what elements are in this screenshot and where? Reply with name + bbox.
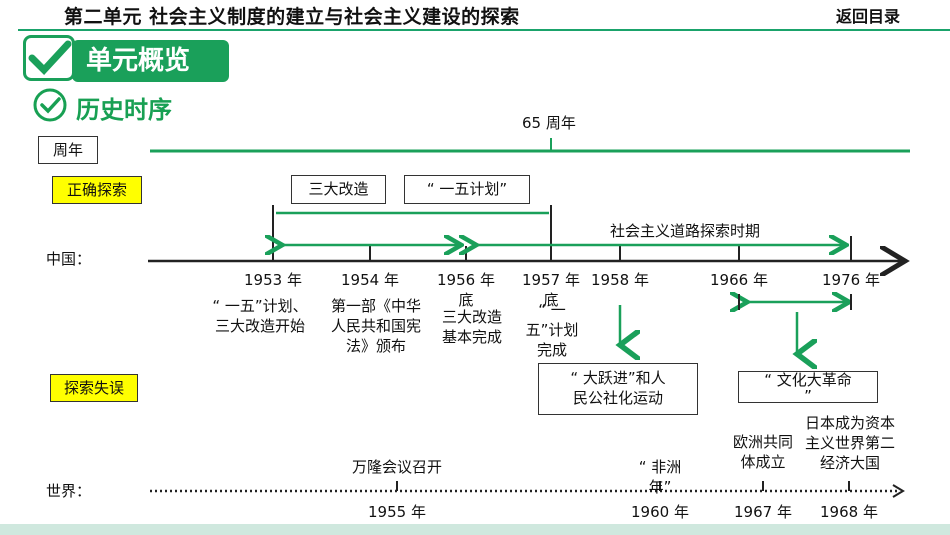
check-badge-icon [23,35,75,81]
history-order-title: 历史时序 [76,96,172,124]
cultural-revolution-box: “ 文化大革命 ” [738,371,878,404]
world-year-1967: 1967 年 [734,503,792,521]
year-label-1957: 1957 年 底 [522,271,580,309]
row-label-correct: 正确探索 [52,176,142,204]
footer-bar [0,524,950,535]
three-reforms-box: 三大改造 [291,175,386,204]
year-label-1966: 1966 年 [710,271,768,289]
event-1957: “ 一 五”计划 完成 [525,301,579,359]
anniversary-label: 65 周年 [522,114,576,132]
event-1953: “ 一五”计划、 三大改造开始 [212,297,308,335]
row-label-world: 世界： [46,482,92,500]
year-label-1958: 1958 年 [591,271,649,289]
unit-overview-banner: 单元概览 [72,40,229,82]
back-to-contents-button[interactable]: 返回目录 [835,7,900,26]
road-period-label: 社会主义道路探索时期 [610,222,761,240]
row-label-mistakes: 探索失误 [50,374,138,402]
year-label-1953: 1953 年 [244,271,302,289]
world-event-1967: 欧洲共同 体成立 [732,433,793,471]
world-event-1968: 日本成为资本 主义世界第二 经济大国 [804,414,895,472]
year-label-1956: 1956 年 底 [437,271,495,309]
great-leap-box: “ 大跃进”和人 民公社化运动 [538,363,698,415]
event-1954: 第一部《中华 人民共和国宪 法》颁布 [330,297,421,355]
five-year-plan-box: “ 一五计划” [404,175,530,204]
row-label-china: 中国： [46,250,92,268]
event-1956: 三大改造 基本完成 [441,308,502,346]
world-year-1968: 1968 年 [820,503,878,521]
world-event-1960: “ 非洲 年” [638,458,682,496]
year-label-1954: 1954 年 [341,271,399,289]
world-year-1960: 1960 年 [631,503,689,521]
check-circle-icon [33,88,67,122]
year-label-1976: 1976 年 [822,271,880,289]
world-year-1955: 1955 年 [368,503,426,521]
row-label-anniversary: 周年 [38,136,98,164]
header-divider [18,29,950,31]
world-event-1955: 万隆会议召开 [351,458,442,476]
page-title: 第二单元 社会主义制度的建立与社会主义建设的探索 [64,6,520,28]
